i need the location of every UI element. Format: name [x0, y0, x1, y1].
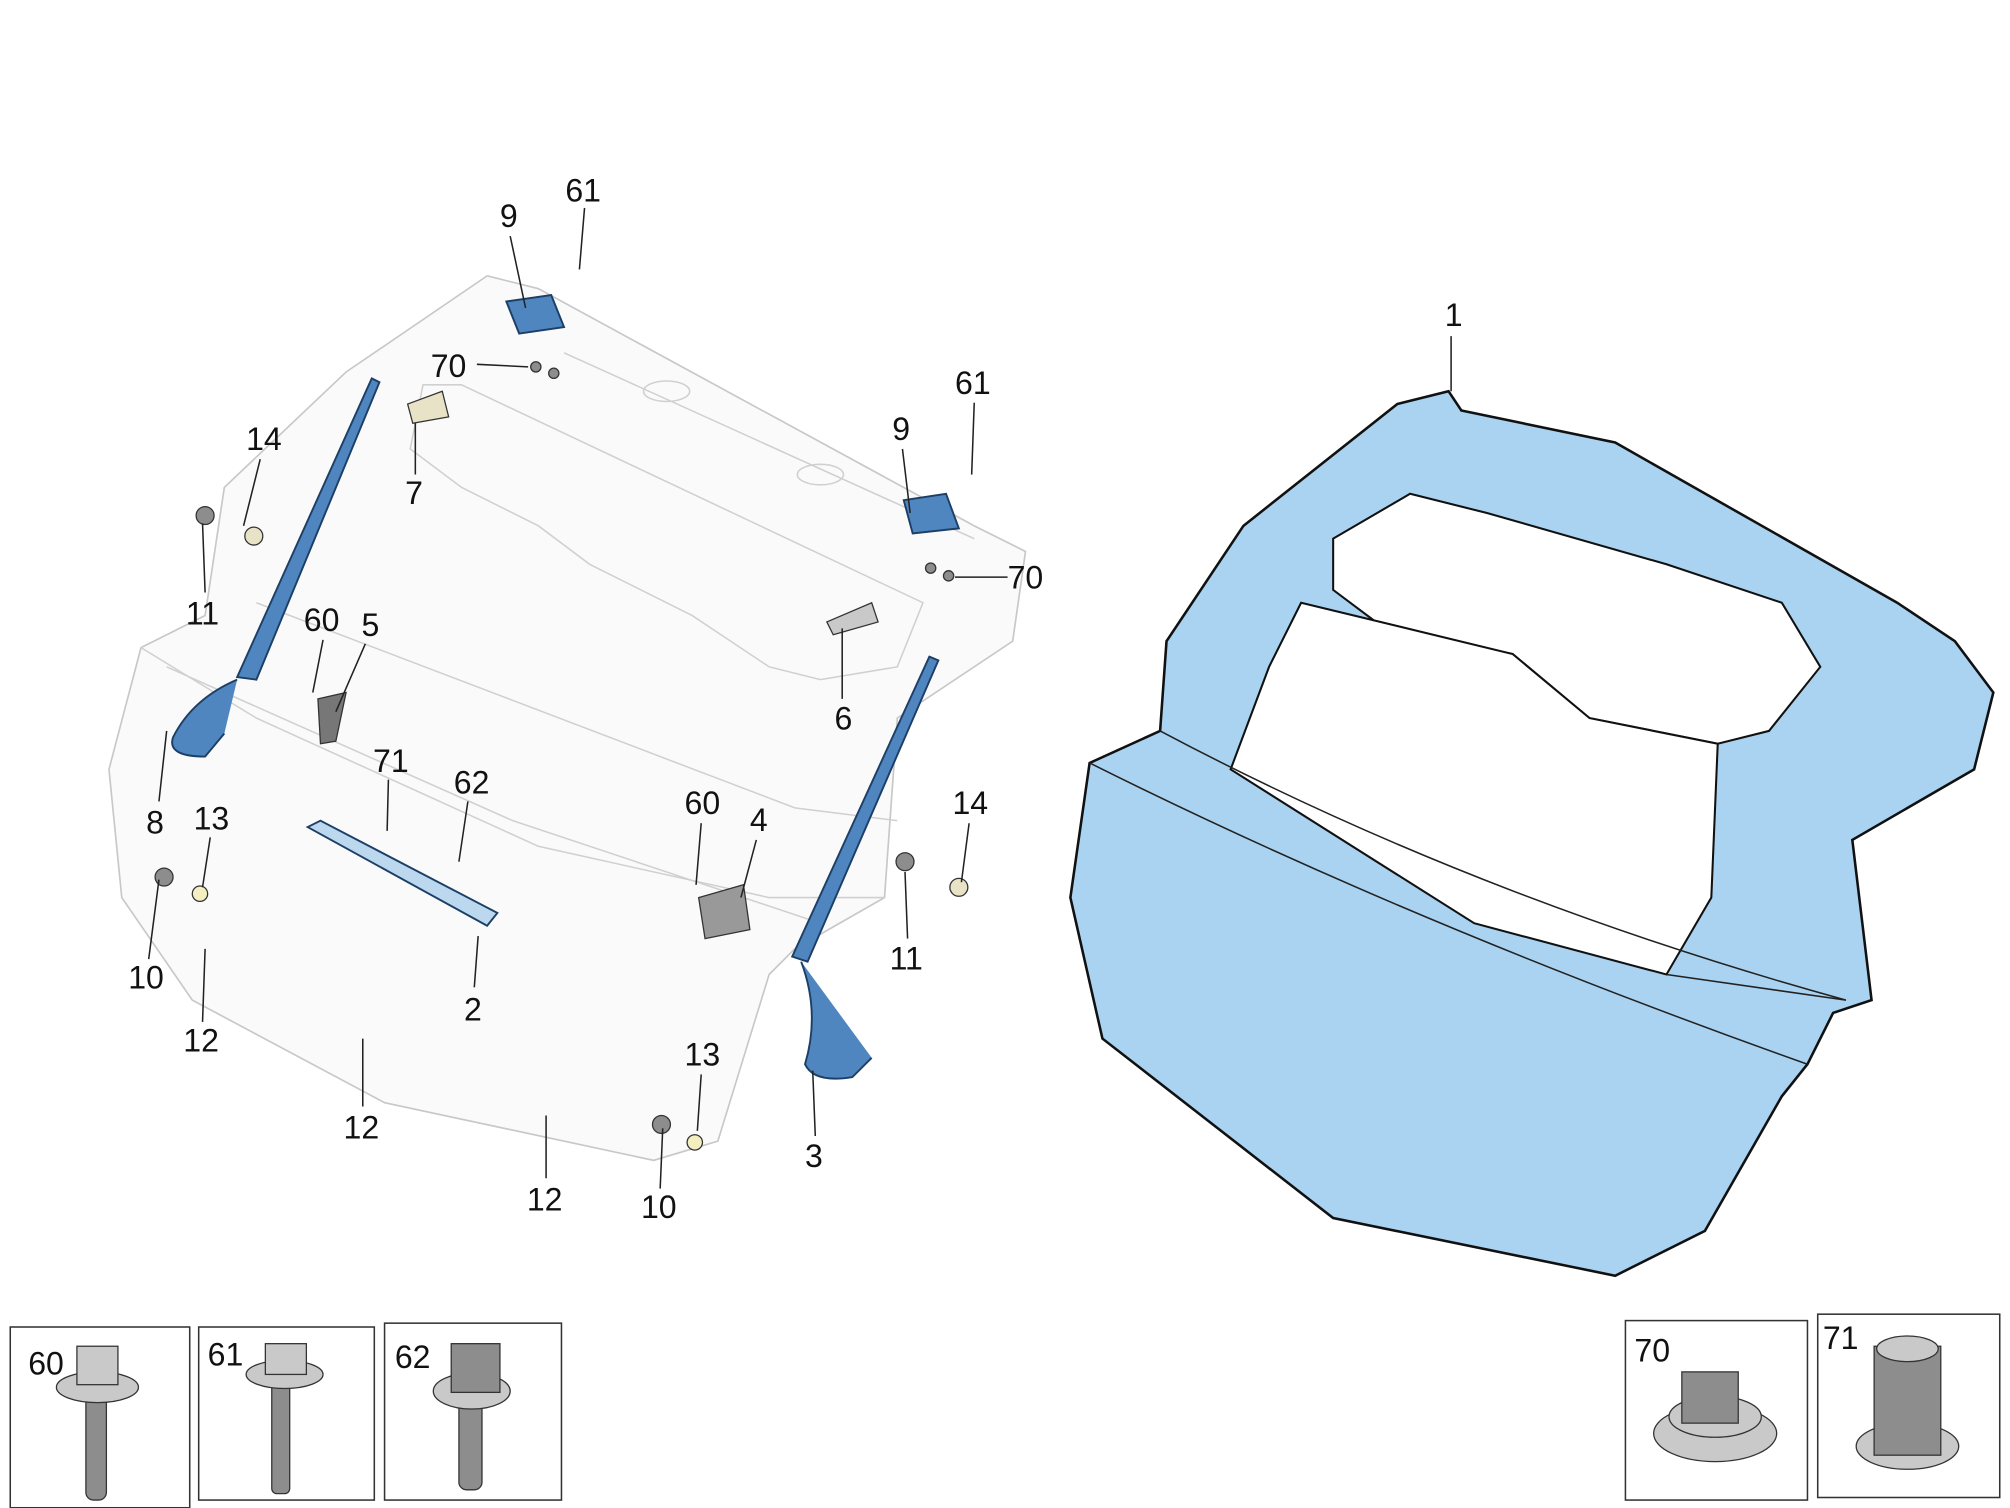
- callout-2: 2: [464, 992, 482, 1028]
- detail-label-61: 61: [208, 1336, 244, 1372]
- callout-61: 61: [565, 173, 601, 209]
- callout-14: 14: [952, 785, 988, 821]
- callout-71: 71: [373, 743, 409, 779]
- callout-70: 70: [431, 348, 467, 384]
- callout-6: 6: [835, 701, 853, 737]
- cable-left: [171, 678, 238, 758]
- callout-60: 60: [685, 785, 721, 821]
- callout-1: 1: [1445, 297, 1463, 333]
- detail-box-62: 62: [383, 1322, 563, 1501]
- detail-box-71: 71: [1816, 1313, 2001, 1499]
- detail-label-71: 71: [1823, 1320, 1859, 1356]
- callout-10: 10: [641, 1189, 677, 1225]
- callout-3: 3: [805, 1138, 823, 1174]
- cable-right: [800, 961, 873, 1080]
- leader-lines: [147, 207, 1452, 1189]
- callout-11: 11: [186, 596, 219, 632]
- callout-60: 60: [304, 602, 340, 638]
- gas-strut-right: [790, 655, 940, 963]
- callout-62: 62: [454, 765, 490, 801]
- callout-70: 70: [1008, 560, 1044, 596]
- callout-8: 8: [146, 804, 164, 840]
- detail-box-70: 70: [1624, 1319, 1809, 1501]
- callout-13: 13: [194, 801, 230, 837]
- spoiler-strut: [305, 819, 499, 928]
- callout-10: 10: [128, 960, 164, 996]
- detail-label-62: 62: [395, 1339, 431, 1375]
- small-parts: [154, 294, 969, 1151]
- callout-12: 12: [183, 1022, 219, 1058]
- callout-11: 11: [890, 940, 923, 976]
- detail-label-70: 70: [1634, 1333, 1670, 1369]
- callout-14: 14: [246, 421, 282, 457]
- callout-5: 5: [361, 607, 379, 643]
- ghost-tailgate: [108, 274, 1027, 1162]
- callout-labels: 1 2 3 4 5 6 7 8 9 9 10 10 11 11 12 12 12…: [128, 173, 1462, 1226]
- callout-13: 13: [685, 1036, 721, 1072]
- detail-box-60: 60: [9, 1326, 191, 1508]
- detail-label-60: 60: [28, 1345, 64, 1381]
- gas-strut-left: [235, 377, 381, 681]
- tailgate-panel: [1069, 389, 1995, 1278]
- callout-4: 4: [750, 802, 768, 838]
- callout-61: 61: [955, 365, 991, 401]
- callout-12: 12: [344, 1110, 380, 1146]
- callout-12: 12: [527, 1181, 563, 1217]
- detail-box-61: 61: [197, 1326, 376, 1501]
- callout-9: 9: [500, 198, 518, 234]
- callout-9: 9: [892, 411, 910, 447]
- callout-7: 7: [405, 475, 423, 511]
